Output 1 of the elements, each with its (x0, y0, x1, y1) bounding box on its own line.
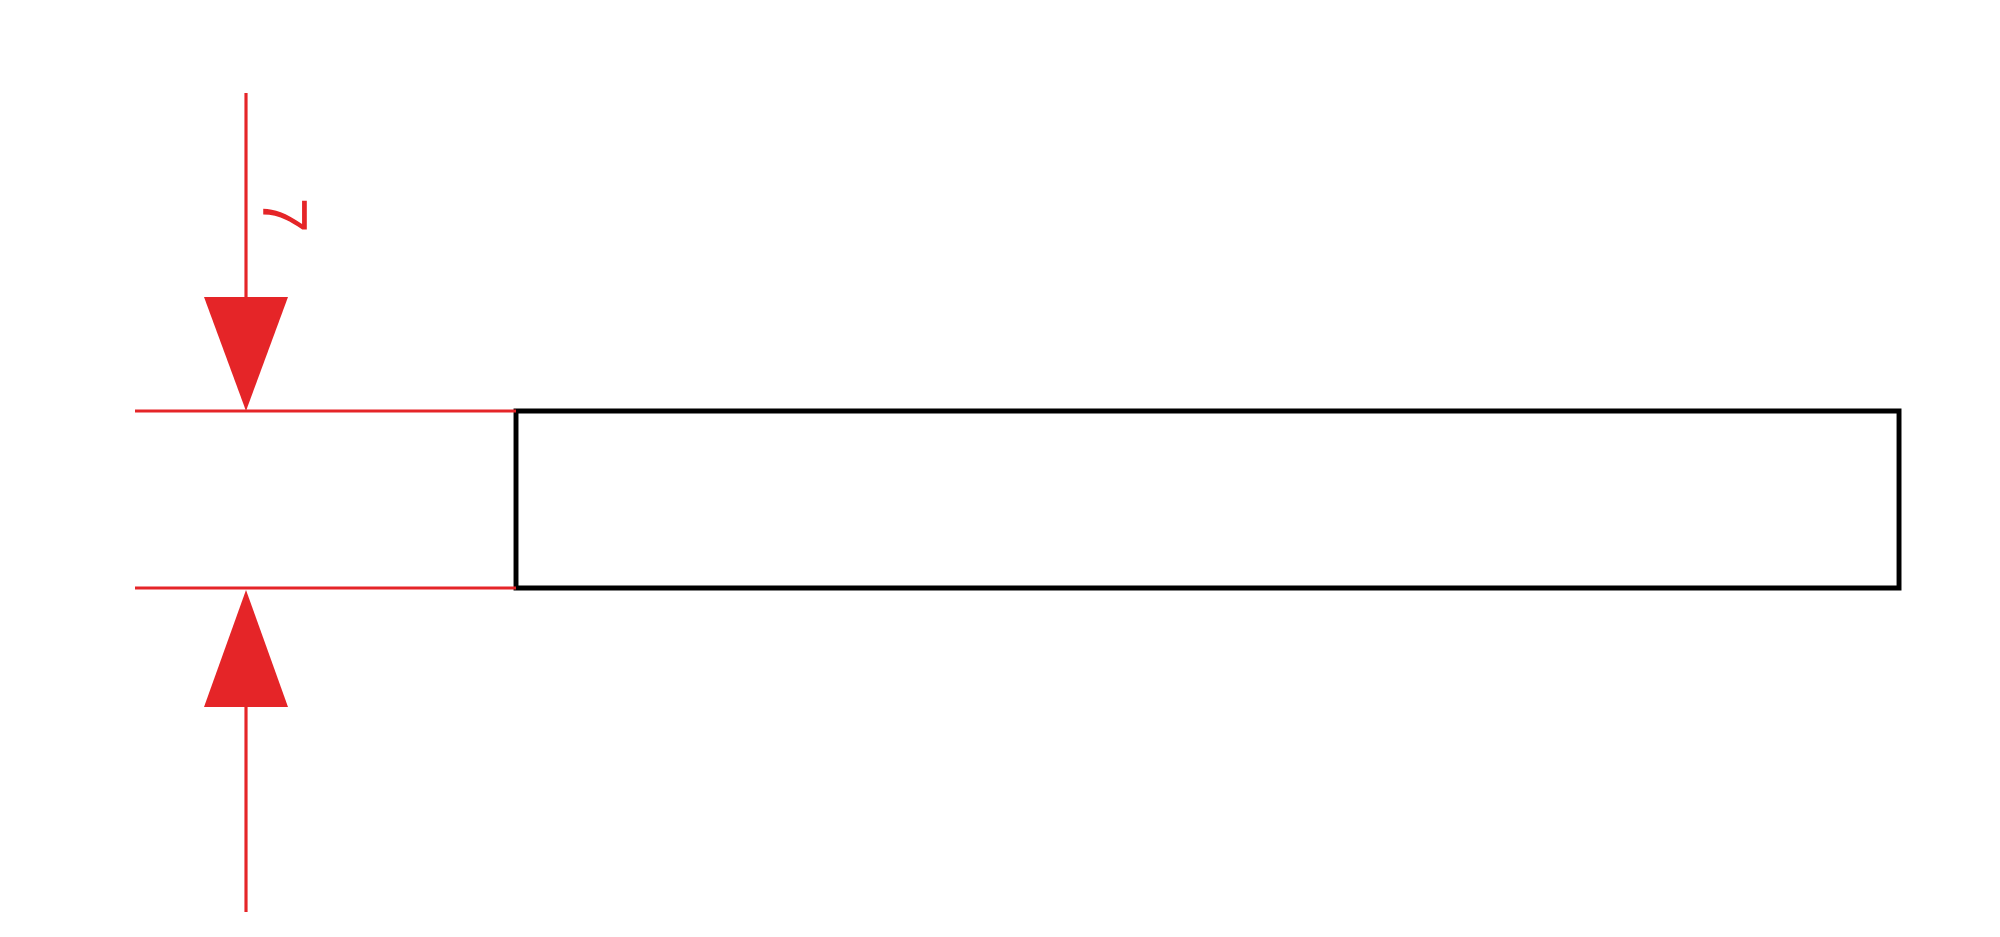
dimension-value: 7 (263, 200, 307, 230)
